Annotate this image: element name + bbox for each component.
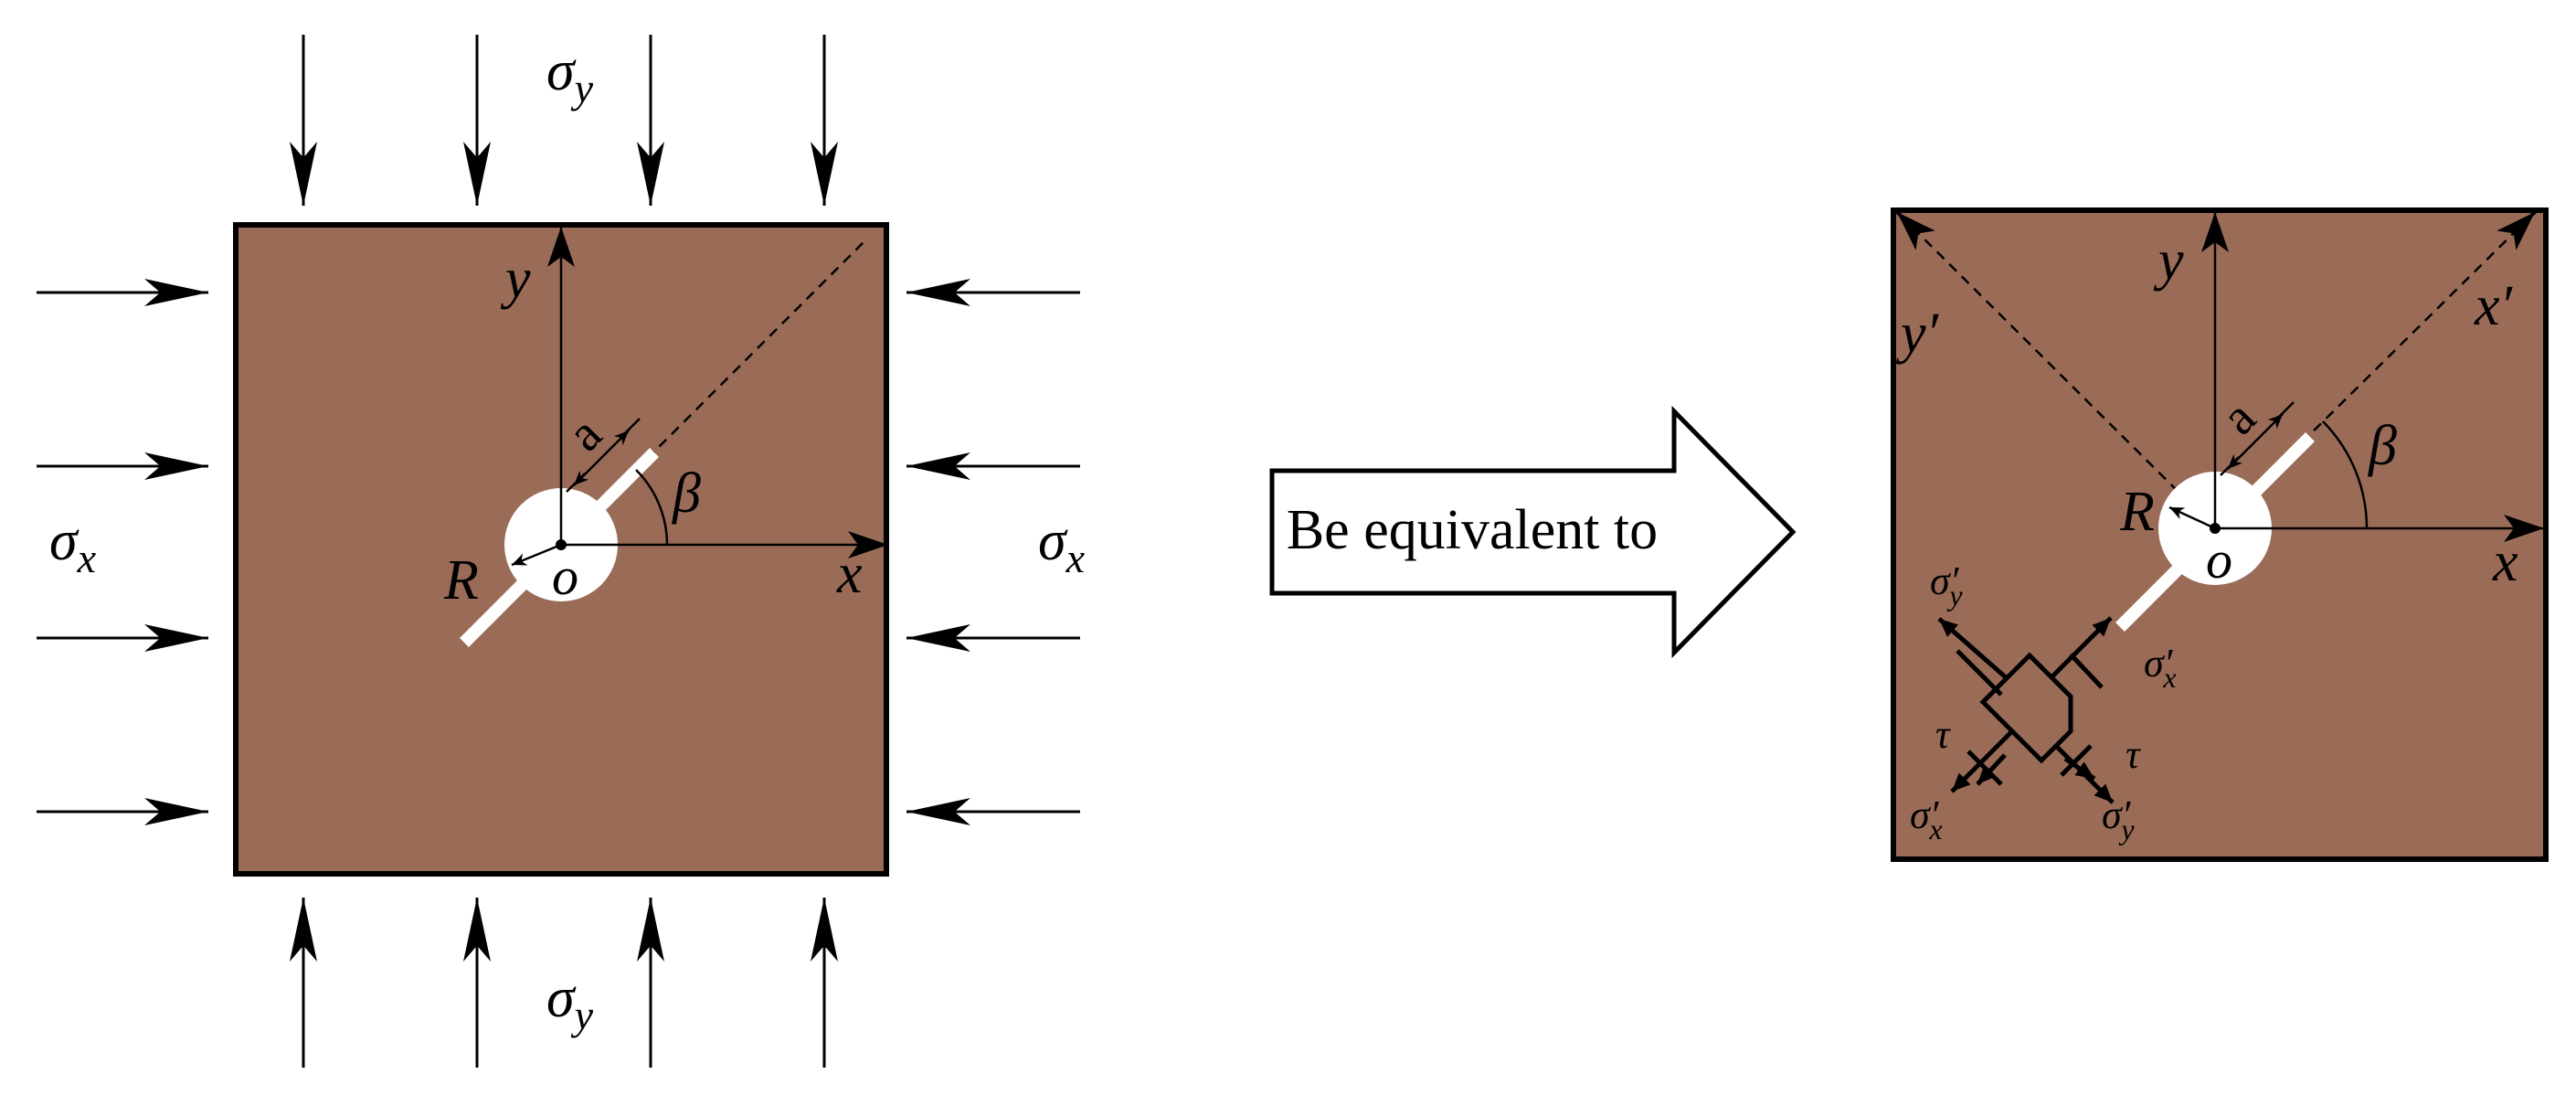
stress-element — [1937, 616, 2115, 804]
right-y-prime-arrow — [1895, 210, 1935, 250]
right-dim-tick-b — [2274, 401, 2295, 421]
shear-tick-upper-right — [2069, 653, 2104, 689]
bottom-load-arrows — [290, 898, 838, 1068]
right-origin-label: o — [2206, 530, 2232, 590]
left-radius-arrow — [511, 543, 562, 567]
shear-tick-lower-right — [2060, 744, 2093, 777]
sigma-x-prime-lower-arrow — [1950, 729, 2014, 793]
right-x-prime-label: x′ — [2474, 275, 2514, 337]
left-dim-tick-a — [566, 473, 586, 493]
sigma-x-prime-upper-label: σ′x — [2144, 641, 2177, 694]
sigma-y-prime-upper-label: σ′y — [1930, 558, 1963, 611]
right-load-arrows — [906, 279, 1080, 825]
left-y-axis-label: y — [500, 248, 531, 310]
right-y-prime-dashed — [1900, 215, 2216, 529]
left-panel: σy σy σx σx y x o R β a — [37, 35, 1086, 1068]
left-sigma-y-top: σy — [546, 40, 594, 112]
tau-left-arrow — [1976, 753, 2007, 786]
right-radius-label: R — [2119, 481, 2155, 543]
tau-right-label: τ — [2125, 732, 2142, 777]
top-load-arrows — [290, 35, 838, 206]
tau-right-arrow — [2063, 756, 2096, 782]
shear-tick-upper-left — [1956, 649, 2003, 697]
sigma-x-prime-lower-label: σ′x — [1910, 792, 1943, 845]
right-y-axis-label: y — [2153, 229, 2184, 292]
sigma-y-prime-upper-arrow — [1937, 617, 2009, 680]
right-x-axis-label: x — [2492, 531, 2518, 593]
right-dim-tick-a — [2220, 456, 2240, 476]
left-x-axis-label: x — [836, 543, 863, 605]
right-x-prime-arrow — [2496, 210, 2537, 250]
right-radius-arrow — [2168, 505, 2216, 530]
left-load-arrows — [37, 279, 208, 825]
sigma-x-prime-upper-arrow — [2051, 616, 2113, 678]
left-sigma-x-right: σx — [1038, 510, 1086, 581]
sigma-y-prime-lower-label: σ′y — [2102, 792, 2135, 845]
equivalence-arrow: Be equivalent to — [1269, 405, 1797, 659]
left-radius-label: R — [443, 549, 479, 611]
right-panel: y x y′ x′ o R β a σ′y σ′x σ′x σ′y τ τ — [1891, 207, 2549, 862]
equivalence-label: Be equivalent to — [1287, 499, 1658, 561]
left-dim-tick-b — [620, 418, 641, 438]
left-sigma-y-bottom: σy — [546, 967, 594, 1038]
right-y-prime-label: y′ — [1895, 303, 1940, 365]
left-origin-label: o — [552, 547, 578, 606]
right-angle-label: β — [2368, 415, 2397, 477]
left-angle-label: β — [672, 463, 701, 525]
left-angle-arc — [635, 469, 669, 546]
left-sigma-x-left: σx — [49, 510, 97, 581]
right-angle-arc — [2322, 420, 2369, 529]
stress-element-body — [1979, 652, 2073, 764]
tau-left-label: τ — [1935, 712, 1952, 757]
